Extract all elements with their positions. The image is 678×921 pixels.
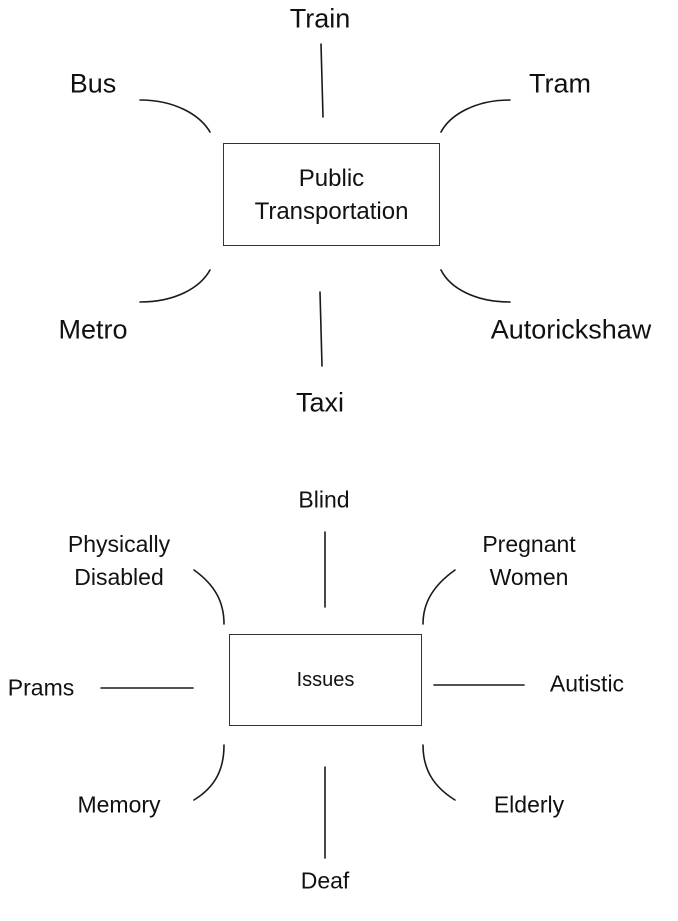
pregnant-women-line-1: Pregnant: [482, 531, 576, 557]
node-pregnant-women: Pregnant Women: [482, 528, 575, 594]
node-prams: Prams: [7, 674, 75, 701]
node-taxi: Taxi: [295, 387, 345, 418]
node-physically-disabled: Physically Disabled: [68, 528, 170, 594]
connector-tram: [440, 99, 511, 133]
node-autorickshaw: Autorickshaw: [490, 314, 652, 345]
connector-elderly: [422, 744, 456, 801]
public-transportation-box: Public Transportation: [223, 143, 440, 246]
node-deaf: Deaf: [300, 867, 350, 894]
connector-pregnant-women: [422, 569, 456, 625]
issues-label: Issues: [296, 668, 355, 691]
physically-disabled-line-1: Physically: [67, 531, 171, 557]
node-memory: Memory: [77, 791, 161, 818]
node-metro: Metro: [58, 314, 128, 345]
node-tram: Tram: [529, 68, 591, 99]
center-label-line-1: Public: [298, 164, 365, 192]
connector-taxi: [319, 291, 323, 367]
connector-bus: [139, 99, 211, 133]
connector-physically-disabled: [193, 569, 225, 625]
node-autistic: Autistic: [549, 670, 625, 697]
node-bus: Bus: [69, 68, 117, 99]
node-train: Train: [289, 3, 351, 34]
pregnant-women-line-2: Women: [489, 564, 569, 590]
issues-box: Issues: [229, 634, 422, 726]
node-elderly: Elderly: [493, 791, 565, 818]
center-label-line-2: Transportation: [254, 197, 409, 225]
connector-autorickshaw: [440, 269, 511, 303]
connector-memory: [193, 744, 225, 801]
node-blind: Blind: [298, 486, 350, 513]
connector-metro: [139, 269, 211, 303]
physically-disabled-line-2: Disabled: [74, 564, 164, 590]
connector-train: [320, 43, 324, 118]
